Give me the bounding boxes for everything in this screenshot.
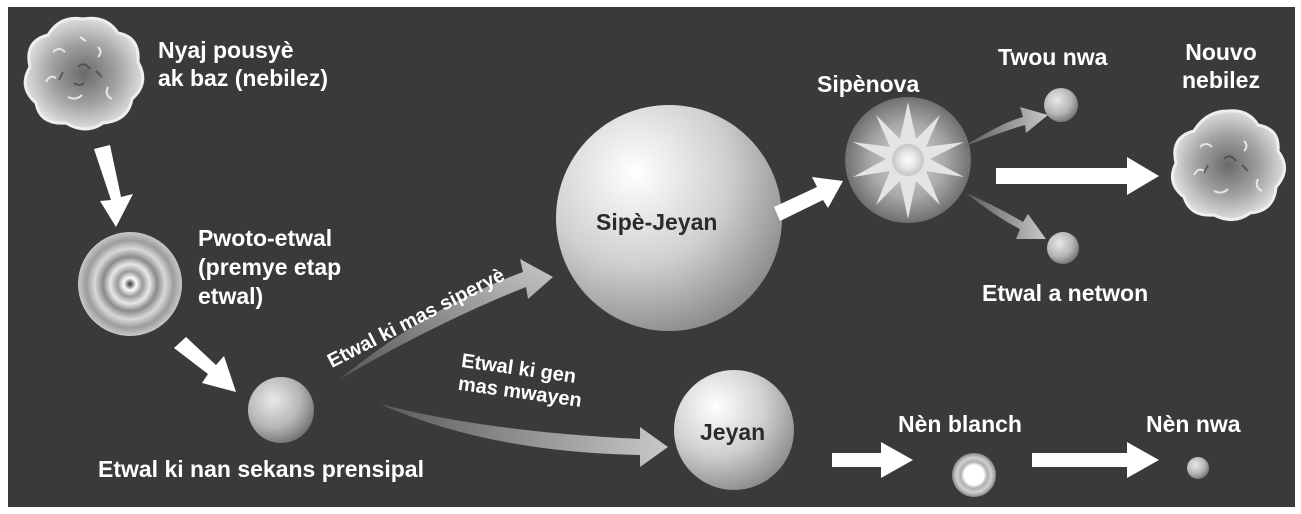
arrow-swoosh-average-path: [380, 404, 668, 467]
black-hole-icon: [1044, 88, 1078, 122]
new-nebula-label: Nouvo nebilez: [1182, 38, 1260, 94]
protostar-icon: [78, 232, 182, 336]
arrow-protostar-to-main-sequence: [174, 337, 236, 392]
supernova-label: Sipènova: [817, 71, 920, 97]
giant-label: Jeyan: [700, 419, 766, 445]
stellar-lifecycle-diagram: Nyaj pousyè ak baz (nebilez) Pwoto-etwal…: [8, 7, 1295, 507]
black-dwarf-label: Nèn nwa: [1146, 411, 1241, 437]
arrow-swoosh-massive-path: [340, 259, 553, 379]
nebula-label: Nyaj pousyè ak baz (nebilez): [158, 36, 328, 92]
supergiant-sphere: [556, 105, 782, 331]
supernova-starburst-icon: [845, 97, 971, 223]
arrow-supernova-to-black-hole: [963, 107, 1048, 147]
protostar-label: Pwoto-etwal (premye etap etwal): [198, 224, 341, 311]
main-sequence-label: Etwal ki nan sekans prensipal: [98, 456, 424, 482]
white-dwarf-label: Nèn blanch: [898, 411, 1022, 437]
new-nebula-cloud-icon: [1170, 109, 1286, 221]
protostar-label-line1: Pwoto-etwal: [198, 225, 333, 251]
arrow-white-dwarf-to-black-dwarf: [1032, 442, 1159, 478]
arrow-supergiant-to-supernova: [774, 177, 843, 221]
giant-sphere: [674, 370, 794, 490]
neutron-star-label: Etwal a netwon: [982, 280, 1149, 306]
arrow-supernova-to-neutron-star: [966, 193, 1046, 239]
white-dwarf-icon: [952, 453, 996, 497]
nebula-cloud-icon: [23, 16, 145, 131]
main-sequence-star-icon: [248, 377, 314, 443]
arrow-supernova-to-new-nebula: [996, 157, 1159, 195]
new-nebula-label-line2: nebilez: [1182, 67, 1260, 93]
arrow-giant-to-white-dwarf: [832, 442, 913, 478]
protostar-label-line2: (premye etap: [198, 254, 342, 280]
arrow-nebula-to-protostar: [94, 145, 133, 227]
nebula-label-line1: Nyaj pousyè: [158, 37, 294, 63]
protostar-label-line3: etwal): [198, 283, 264, 309]
nebula-label-line2: ak baz (nebilez): [158, 65, 328, 91]
neutron-star-icon: [1047, 232, 1079, 264]
diagram-canvas: [23, 16, 1286, 497]
black-hole-label: Twou nwa: [998, 44, 1108, 70]
new-nebula-label-line1: Nouvo: [1185, 39, 1257, 65]
black-dwarf-icon: [1187, 457, 1209, 479]
supergiant-label: Sipè-Jeyan: [596, 209, 718, 235]
